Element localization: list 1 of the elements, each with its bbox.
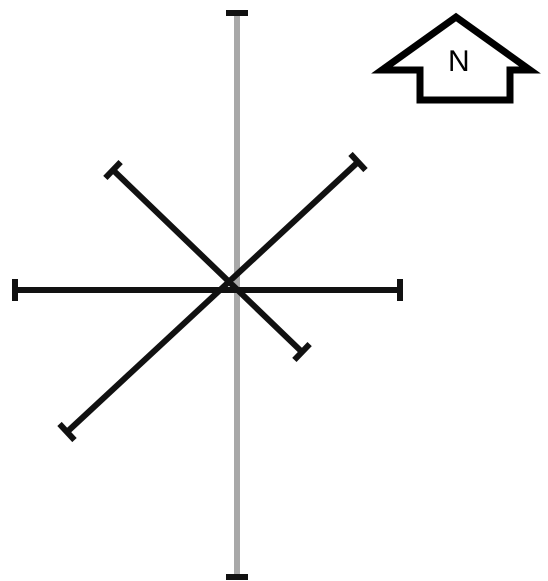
north-label: N: [448, 46, 470, 78]
